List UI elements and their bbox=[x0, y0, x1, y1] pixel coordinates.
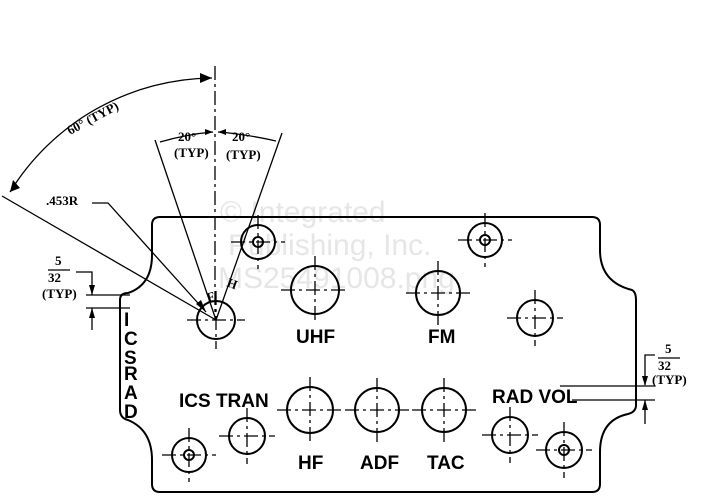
svg-text:(TYP): (TYP) bbox=[652, 372, 687, 387]
knob-hole bbox=[162, 428, 216, 482]
svg-text:(TYP): (TYP) bbox=[174, 145, 209, 160]
panel-labels: UHF FM ICS TRAN HF ADF TAC RAD VOL I C S… bbox=[124, 310, 578, 474]
label-adf: ADF bbox=[360, 453, 399, 474]
svg-text:5: 5 bbox=[55, 253, 62, 268]
svg-text:.453R: .453R bbox=[46, 193, 79, 208]
fm-hole bbox=[406, 261, 470, 325]
svg-text:20°: 20° bbox=[178, 129, 196, 144]
label-rad-vol: RAD VOL bbox=[492, 387, 578, 408]
hole bbox=[507, 290, 563, 346]
knob-hole bbox=[231, 215, 285, 269]
svg-text:5: 5 bbox=[665, 341, 672, 356]
knob-hole bbox=[458, 213, 512, 267]
svg-text:60° (TYP): 60° (TYP) bbox=[64, 98, 121, 138]
label-ics-rad-vertical: I C S R A D bbox=[124, 310, 138, 423]
svg-text:(TYP): (TYP) bbox=[226, 147, 261, 162]
label-fm: FM bbox=[428, 327, 455, 348]
svg-text:H: H bbox=[225, 275, 240, 293]
label-hf: HF bbox=[298, 453, 323, 474]
panel-outline bbox=[119, 216, 637, 493]
uhf-hole bbox=[281, 256, 349, 324]
svg-text:S: S bbox=[124, 348, 137, 369]
svg-text:D: D bbox=[124, 402, 138, 423]
svg-text:I: I bbox=[124, 310, 129, 331]
svg-text:32: 32 bbox=[658, 358, 671, 373]
svg-text:A: A bbox=[124, 383, 138, 404]
adf-hole bbox=[345, 378, 409, 442]
svg-text:20°: 20° bbox=[232, 129, 250, 144]
label-ics-tran: ICS TRAN bbox=[179, 391, 269, 412]
right-edge-dimension: 5 32 (TYP) bbox=[560, 341, 687, 424]
ics-tran-hole bbox=[219, 408, 275, 464]
hf-hole bbox=[277, 377, 343, 443]
svg-text:(TYP): (TYP) bbox=[42, 286, 77, 301]
selector-hole bbox=[187, 291, 245, 349]
label-tac: TAC bbox=[427, 453, 465, 474]
svg-text:C: C bbox=[124, 329, 138, 350]
svg-text:F: F bbox=[205, 288, 217, 305]
left-edge-dimension: 5 32 (TYP) bbox=[42, 253, 130, 330]
svg-text:R: R bbox=[124, 364, 138, 385]
knob-hole bbox=[536, 422, 592, 478]
tac-hole bbox=[412, 378, 476, 442]
rad-vol-hole bbox=[482, 407, 538, 463]
controls bbox=[162, 213, 592, 482]
svg-text:© Integrated: © Integrated bbox=[220, 196, 386, 229]
label-uhf: UHF bbox=[296, 327, 335, 348]
svg-text:32: 32 bbox=[48, 270, 61, 285]
